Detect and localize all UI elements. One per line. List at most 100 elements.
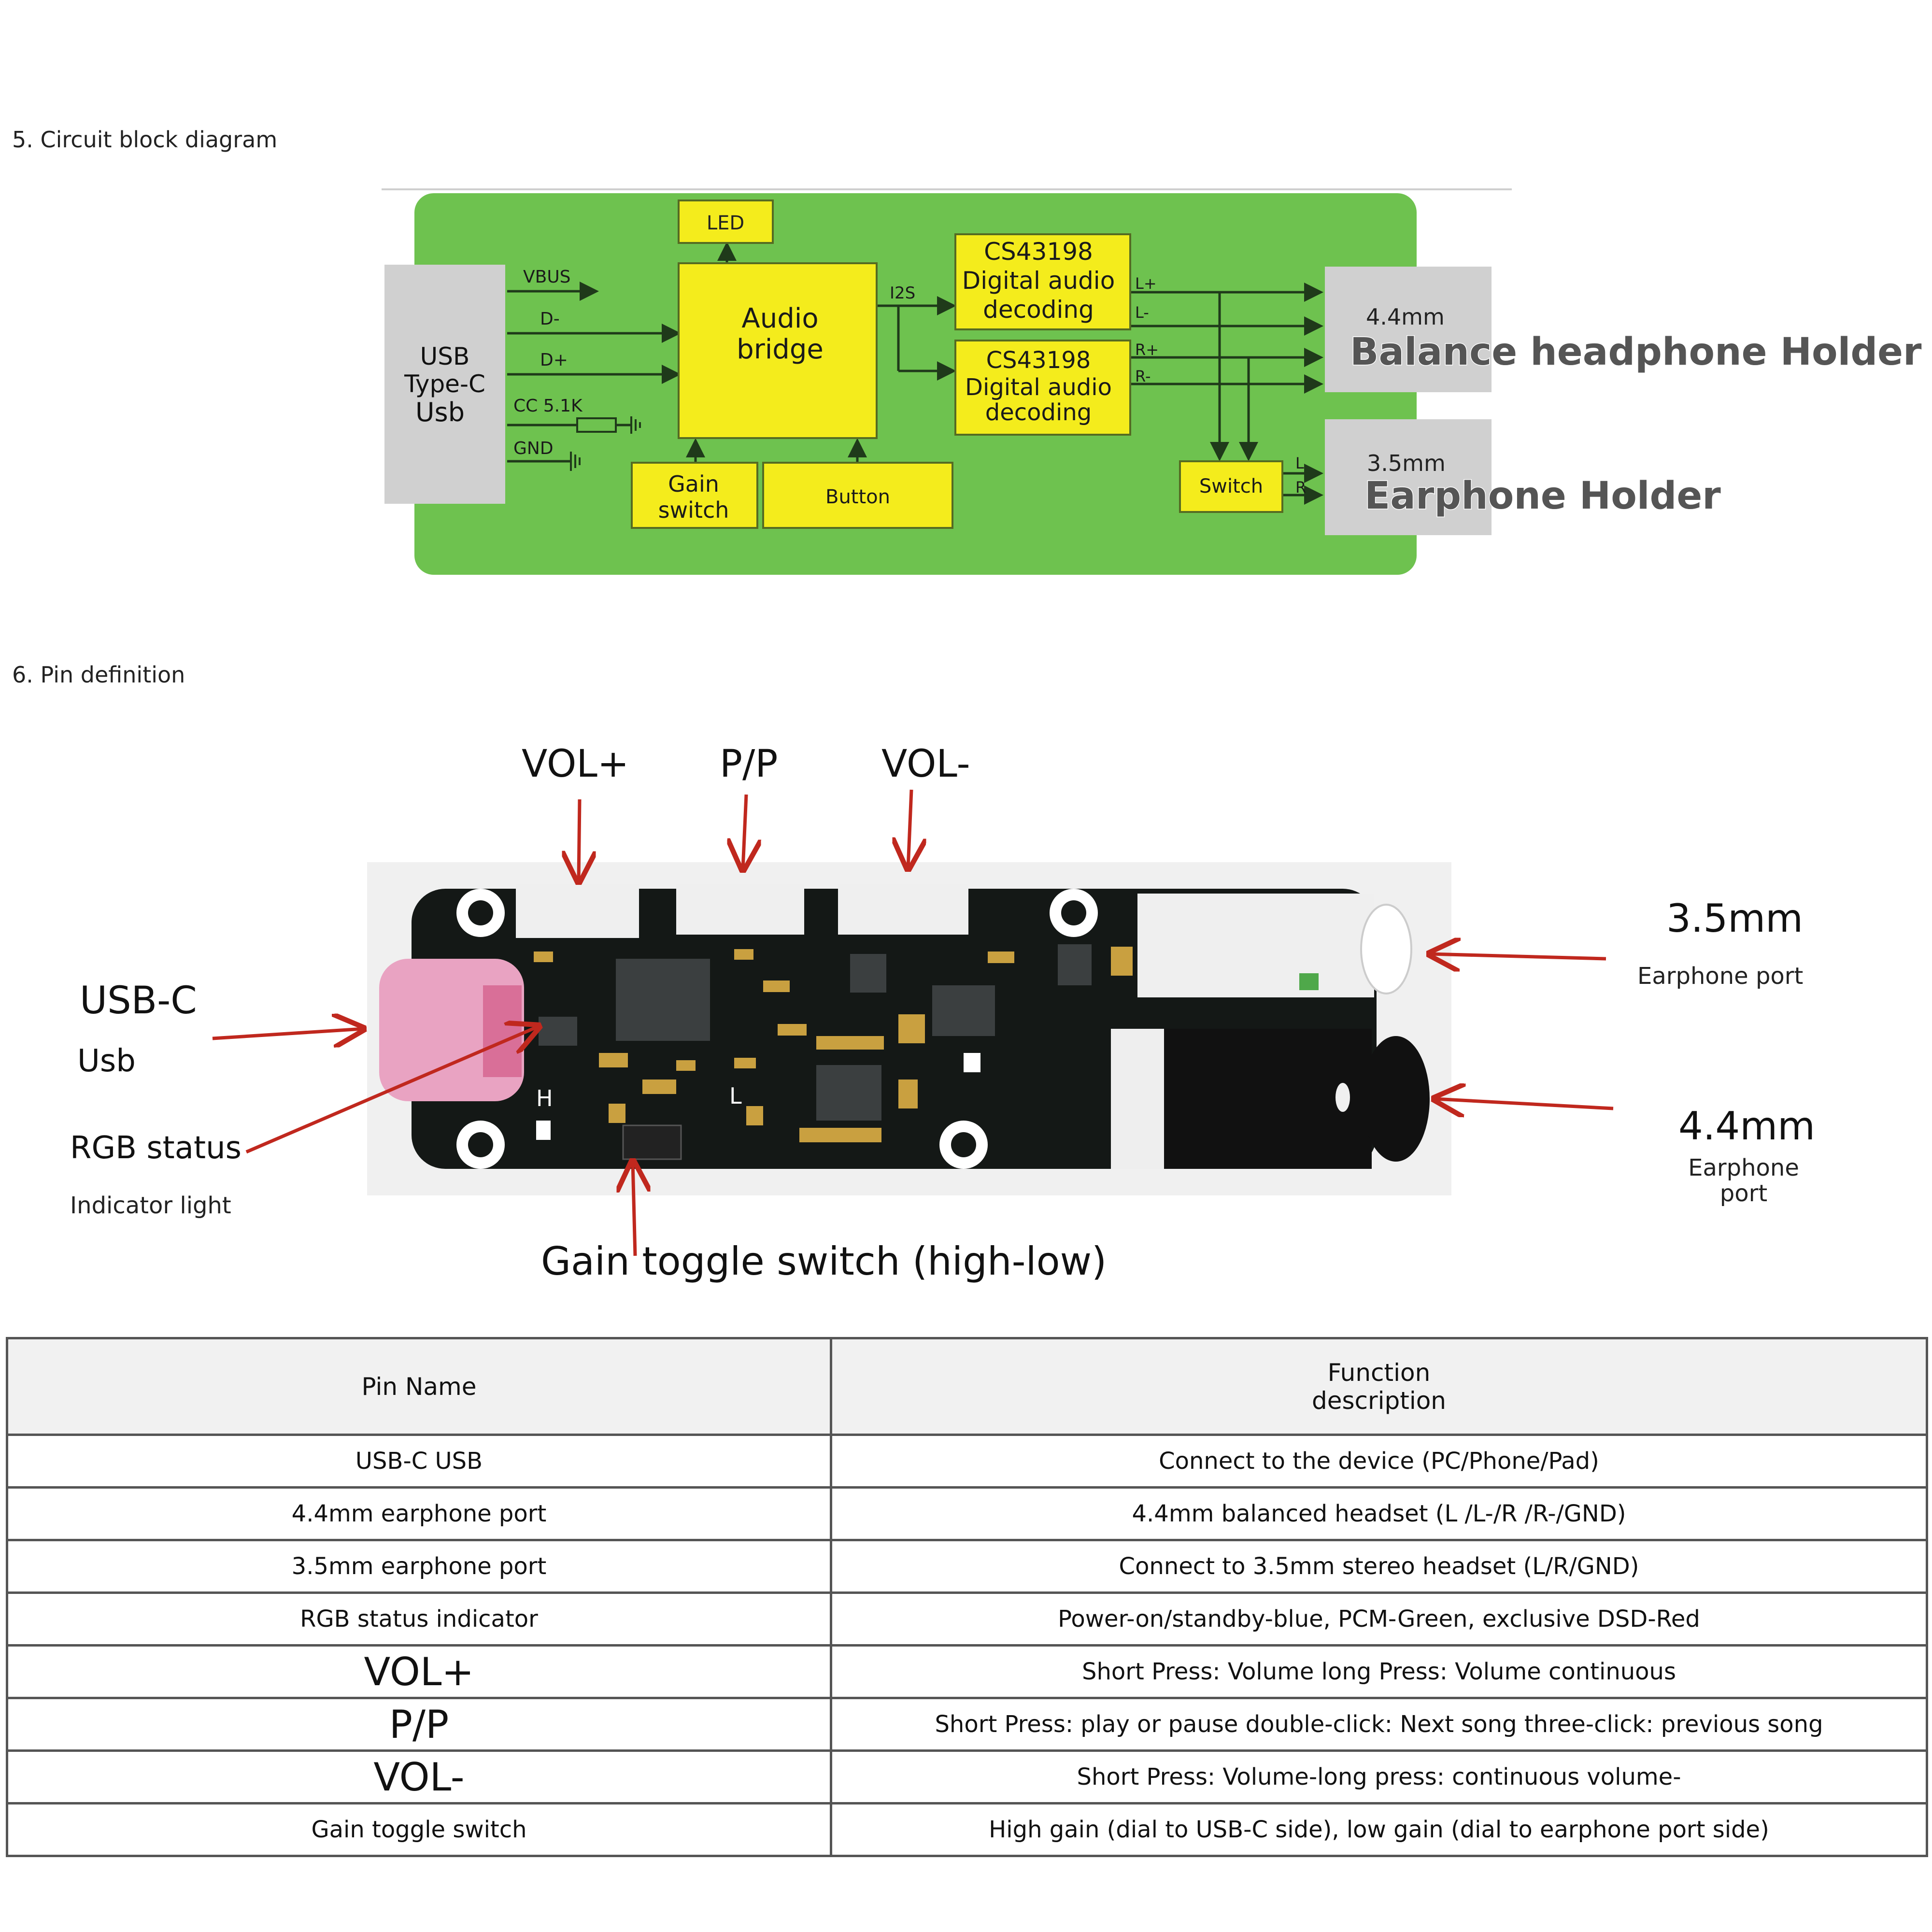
gain-switch-block <box>631 462 758 529</box>
function-cell: Connect to the device (PC/Phone/Pad) <box>830 1434 1928 1489</box>
jack-44-size: 4.4mm <box>1366 304 1445 330</box>
silk-l: L <box>729 1083 742 1109</box>
pin-name-cell: USB-C USB <box>6 1434 832 1489</box>
vol-minus-arrow <box>908 789 911 868</box>
pp-label: P/P <box>720 742 778 786</box>
jack-35-block <box>1325 419 1492 535</box>
decoder1-line1: CS43198 <box>984 238 1093 266</box>
function-cell: 4.4mm balanced headset (L /L-/R /R-/GND) <box>830 1486 1928 1541</box>
section-title-circuit: 5. Circuit block diagram <box>12 127 278 153</box>
smd-pads <box>534 947 1133 1142</box>
port-35-name: Earphone port <box>1637 963 1804 990</box>
table-row: RGB status indicator Power-on/standby-bl… <box>6 1591 1928 1647</box>
usb-c-arrow <box>212 1029 363 1038</box>
jack-44-sleeve <box>1111 1029 1164 1169</box>
cc-resistor <box>576 417 617 433</box>
vol-plus-button <box>516 884 639 938</box>
vol-minus-label: VOL- <box>881 742 970 786</box>
port-44-name-line2: port <box>1719 1179 1768 1207</box>
rgb-status-label: RGB status <box>70 1130 242 1166</box>
smd-parts <box>536 1053 980 1140</box>
small-chip-2 <box>1058 944 1092 985</box>
decoder1-line2: Digital audio <box>962 267 1115 295</box>
gain-toggle-label: Gain toggle switch (high-low) <box>541 1239 1107 1284</box>
button-block <box>762 462 953 529</box>
pin-name-cell: Gain toggle switch <box>6 1802 832 1857</box>
lminus-label: L- <box>1135 303 1149 322</box>
jack-35-name: Earphone Holder <box>1364 474 1721 518</box>
port-35-arrow <box>1430 954 1606 959</box>
decoder-block-2 <box>954 340 1131 436</box>
pin-name-cell: P/P <box>6 1697 832 1752</box>
usb-block-line1: USB <box>420 342 470 370</box>
table-row: USB-C USB Connect to the device (PC/Phon… <box>6 1434 1928 1489</box>
port-44-size: 4.4mm <box>1678 1104 1816 1149</box>
gnd-label: GND <box>513 439 554 458</box>
button-label: Button <box>825 486 890 508</box>
cc-label: CC 5.1K <box>513 396 583 416</box>
dac-chip-1 <box>932 985 995 1036</box>
table-row: VOL- Short Press: Volume-long press: con… <box>6 1749 1928 1804</box>
usb-c-label: USB-C <box>80 979 197 1023</box>
vol-plus-label: VOL+ <box>522 742 629 786</box>
pin-name-cell: RGB status indicator <box>6 1591 832 1647</box>
audio-bridge-block <box>678 262 878 439</box>
gain-toggle-switch <box>622 1124 682 1160</box>
lplus-label: L+ <box>1135 274 1157 293</box>
jack-44-name: Balance headphone Holder <box>1350 330 1922 374</box>
port-44-name-line1: Earphone <box>1688 1154 1799 1181</box>
jack-44-block <box>1325 267 1492 392</box>
gain-toggle-arrow <box>633 1162 635 1256</box>
gnd-ground-symbol <box>570 452 581 471</box>
i2s-label: I2S <box>890 284 915 303</box>
table-header-row: Pin Name Function description <box>6 1337 1928 1436</box>
function-cell: Short Press: Volume-long press: continuo… <box>830 1749 1928 1804</box>
port-35-size: 3.5mm <box>1666 896 1804 941</box>
decoder2-line1: CS43198 <box>986 347 1091 374</box>
decoder2-line2: Digital audio <box>965 374 1112 401</box>
vol-minus-button <box>838 884 968 935</box>
function-cell: Power-on/standby-blue, PCM-Green, exclus… <box>830 1591 1928 1647</box>
table-row: VOL+ Short Press: Volume long Press: Vol… <box>6 1644 1928 1699</box>
switch-l-label: L <box>1295 454 1304 472</box>
jack-44-opening <box>1335 1083 1350 1112</box>
header-function-description: Function description <box>830 1337 1928 1436</box>
silk-h: H <box>536 1085 553 1111</box>
usb-type-c-block <box>384 265 505 504</box>
pin-name-cell: VOL+ <box>6 1644 832 1699</box>
jack-35-opening <box>1360 904 1412 994</box>
table-row: 4.4mm earphone port 4.4mm balanced heads… <box>6 1486 1928 1541</box>
dac-chip-2 <box>816 1065 881 1121</box>
pin-definition-table: Pin Name Function description USB-C USB … <box>6 1337 1928 1857</box>
port-44-name: Earphone port <box>1671 1155 1816 1207</box>
small-chip-1 <box>850 954 886 993</box>
vbus-label: VBUS <box>523 267 571 287</box>
function-cell: High gain (dial to USB-C side), low gain… <box>830 1802 1928 1857</box>
switch-label: Switch <box>1199 475 1263 497</box>
gain-switch-line1: Gain <box>668 471 719 497</box>
function-cell: Short Press: Volume long Press: Volume c… <box>830 1644 1928 1699</box>
cc-ground-symbol <box>630 416 641 434</box>
pin-name-cell: VOL- <box>6 1749 832 1804</box>
pin-name-cell: 3.5mm earphone port <box>6 1539 832 1594</box>
switch-r-label: R <box>1295 478 1306 497</box>
section-title-pin: 6. Pin definition <box>12 662 185 688</box>
pp-button <box>676 884 804 935</box>
decoder2-line3: decoding <box>985 399 1092 426</box>
header-pin-name: Pin Name <box>6 1337 832 1436</box>
pin-definition-diagram: H L <box>212 789 1614 1256</box>
switch-block <box>1179 460 1283 513</box>
indicator-light-label: Indicator light <box>70 1192 231 1219</box>
jack-35-size: 3.5mm <box>1367 450 1446 476</box>
rgb-status-arrow <box>245 1026 539 1154</box>
gain-switch-line2: switch <box>658 497 729 523</box>
table-row: 3.5mm earphone port Connect to 3.5mm ste… <box>6 1539 1928 1594</box>
usb-block-line2: Type-C <box>404 370 485 398</box>
decoder1-line3: decoding <box>983 296 1094 324</box>
decoder-block-1 <box>954 233 1131 330</box>
pp-arrow <box>743 794 746 869</box>
led-block <box>678 199 774 244</box>
function-cell: Connect to 3.5mm stereo headset (L/R/GND… <box>830 1539 1928 1594</box>
vol-plus-arrow <box>579 799 580 881</box>
usb-block-line3: Usb <box>415 397 465 427</box>
